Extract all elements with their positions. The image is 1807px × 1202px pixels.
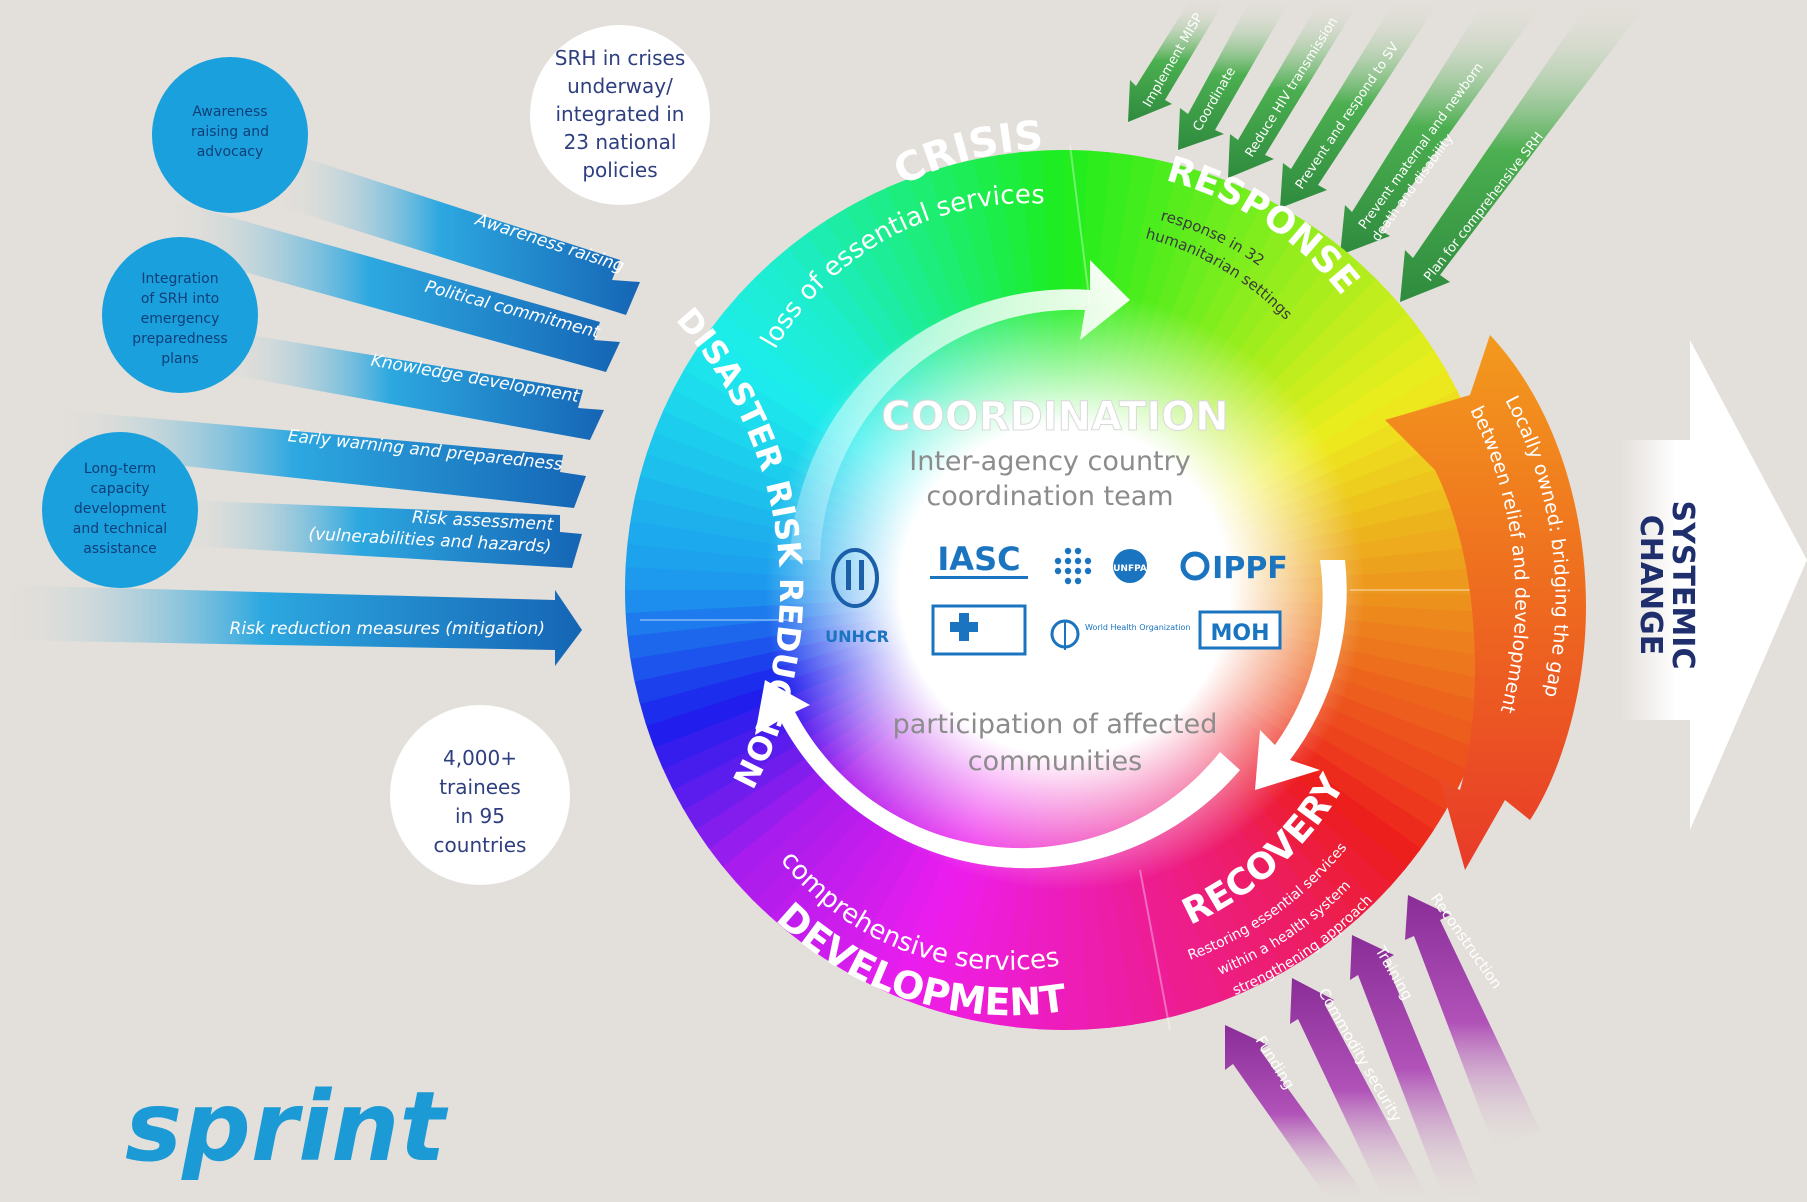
stat2-line-2: trainees	[439, 775, 521, 799]
moh-label: MOH	[1210, 621, 1269, 646]
drr-input-arrows	[0, 150, 640, 666]
drr-label-7: Risk reduction measures (mitigation)	[230, 619, 545, 639]
unfpa-dot	[1074, 547, 1082, 555]
unfpa-dot	[1054, 557, 1062, 565]
drr-arrow-1	[275, 150, 640, 315]
recovery-arrow-4	[1405, 895, 1540, 1150]
bubble-integration	[102, 237, 258, 393]
drr-arrow-4	[55, 410, 586, 508]
participation-line-1: participation of affected	[893, 709, 1218, 740]
stat1-line-2: underway/	[567, 74, 673, 98]
red-cross-crescent-logo	[931, 604, 1027, 656]
unfpa-dot	[1064, 557, 1072, 565]
drr-arrow-3	[215, 330, 604, 440]
unfpa-label: UNFPA	[1113, 564, 1147, 574]
stat2-line-1: 4,000+	[443, 746, 517, 770]
coordination-title: COORDINATION	[881, 394, 1228, 440]
ring-dividers	[640, 144, 1470, 1031]
who-label: World Health Organization	[1085, 623, 1190, 632]
unfpa-dot	[1074, 577, 1082, 585]
cycle-arrow-right	[1255, 560, 1347, 790]
stat-bubble-trainees	[390, 705, 570, 885]
unfpa-dot	[1054, 567, 1062, 575]
response-label-1: Implement MISP	[1140, 11, 1206, 110]
bubble-integration-line-3: emergency	[141, 311, 220, 327]
recovery-arrow-3	[1350, 935, 1485, 1202]
stat1-line-3: integrated in	[556, 102, 685, 126]
stat1-line-1: SRH in crises	[555, 46, 686, 70]
drr-arrow-6	[0, 585, 582, 666]
stat2-line-4: countries	[434, 833, 527, 857]
unfpa-dot	[1064, 577, 1072, 585]
response-arrow-6	[1400, 0, 1650, 302]
stat1-line-4: 23 national	[564, 130, 677, 154]
systemic-change-arrow	[1620, 340, 1807, 830]
response-arrow-5	[1340, 0, 1545, 255]
bubble-integration-line-5: plans	[161, 351, 199, 367]
drr-arrow-5	[175, 500, 582, 568]
stat2-line-3: in 95	[455, 804, 505, 828]
response-input-arrows	[1128, 0, 1650, 302]
bubble-integration-line-4: preparedness	[132, 331, 227, 347]
unfpa-dot	[1074, 567, 1082, 575]
sprint-logo: sprint	[125, 1071, 448, 1183]
partner-logos: UNHCR IASC UNFPA IPPF World Health Organ…	[825, 540, 1288, 656]
bubble-longterm-line-4: and technical	[73, 521, 167, 537]
unhcr-label: UNHCR	[825, 627, 889, 646]
bubble-awareness-line-1: Awareness	[192, 104, 267, 120]
bubble-longterm-line-3: development	[74, 501, 167, 517]
who-logo: World Health Organization	[1050, 619, 1190, 650]
response-arrow-4	[1280, 0, 1440, 208]
ippf-logo: IPPF	[1180, 551, 1288, 586]
unhcr-logo: UNHCR	[825, 548, 889, 646]
recovery-input-arrows	[1225, 895, 1540, 1202]
stat-bubble-policies	[530, 25, 710, 205]
unfpa-dot	[1064, 567, 1072, 575]
systemic-text: SYSTEMIC	[1665, 501, 1700, 670]
response-arrow-1	[1128, 0, 1225, 122]
ippf-label: IPPF	[1212, 551, 1288, 586]
bridge-arrow	[1385, 335, 1586, 870]
bubble-longterm-line-5: assistance	[83, 541, 157, 557]
participation-line-2: communities	[968, 746, 1142, 777]
stat-bubbles: SRH in crises underway/ integrated in 23…	[390, 25, 710, 885]
unfpa-dot	[1084, 567, 1092, 575]
left-bubbles: Awareness raising and advocacy Integrati…	[42, 57, 308, 588]
bubble-longterm	[42, 432, 198, 588]
systemic-change-label: SYSTEMIC CHANGE	[1633, 501, 1700, 670]
drr-arrow-2	[165, 200, 620, 372]
recovery-arrow-1	[1225, 1025, 1370, 1202]
change-text: CHANGE	[1633, 515, 1668, 656]
bubble-awareness-line-3: advocacy	[197, 144, 264, 160]
bubble-longterm-line-1: Long-term	[84, 461, 156, 477]
cycle-arrow-top	[790, 260, 1130, 560]
iasc-logo: IASC	[930, 540, 1028, 579]
bubble-awareness	[152, 57, 308, 213]
coordination-line-1: Inter-agency country	[909, 446, 1190, 477]
response-arrow-3	[1228, 0, 1360, 178]
unfpa-dot	[1074, 557, 1082, 565]
bubble-integration-line-2: of SRH into	[141, 291, 219, 307]
recovery-arrow-2	[1290, 978, 1430, 1202]
center-disk	[765, 290, 1365, 890]
cycle-arrow-bottom	[755, 680, 1240, 869]
bubble-longterm-line-2: capacity	[90, 481, 149, 497]
response-arrow-2	[1178, 0, 1290, 150]
stat1-line-5: policies	[582, 158, 657, 182]
unfpa-logo: UNFPA	[1054, 547, 1147, 585]
bubble-integration-line-1: Integration	[141, 271, 218, 287]
coordination-line-2: coordination team	[926, 481, 1173, 512]
unfpa-dot	[1084, 557, 1092, 565]
moh-logo: MOH	[1198, 610, 1282, 650]
unfpa-dot	[1064, 547, 1072, 555]
iasc-label: IASC	[937, 540, 1020, 578]
bubble-awareness-line-2: raising and	[191, 124, 269, 140]
